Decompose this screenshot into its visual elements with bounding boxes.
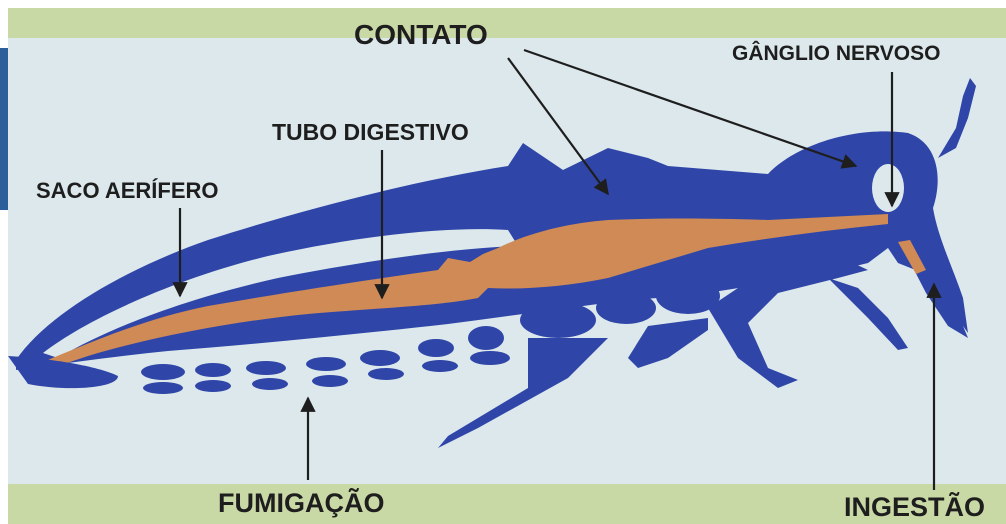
air-sac-segment [422, 360, 458, 372]
air-sac-segment [141, 364, 185, 380]
insect-diagram-slide: CONTATO GÂNGLIO NERVOSO TUBO DIGESTIVO S… [8, 8, 1006, 524]
air-sac-segment [195, 363, 231, 377]
air-sac-segment [368, 368, 404, 380]
air-sac-segment [195, 380, 231, 392]
label-tubo-digestivo: TUBO DIGESTIVO [272, 119, 469, 145]
air-sac-segment [143, 382, 183, 394]
insect-diagram-svg: CONTATO GÂNGLIO NERVOSO TUBO DIGESTIVO S… [8, 8, 1006, 524]
ganglion-cavity [872, 164, 904, 212]
air-sac-segment [470, 351, 510, 365]
label-fumigacao: FUMIGAÇÃO [218, 487, 384, 518]
air-sac-segment [468, 326, 504, 350]
thorax-segment [520, 302, 596, 338]
label-ingestao: INGESTÃO [844, 491, 985, 522]
air-sac-segment [252, 378, 288, 390]
air-sac-segment [418, 339, 454, 357]
air-sac-segment [306, 357, 346, 371]
label-saco-aerifero: SACO AERÍFERO [36, 178, 219, 203]
air-sac-segment [360, 350, 400, 366]
air-sac-segment [246, 361, 286, 375]
label-ganglio-nervoso: GÂNGLIO NERVOSO [732, 41, 940, 65]
air-sac-segment [312, 375, 348, 387]
label-contato: CONTATO [354, 19, 488, 50]
thorax-segment [596, 292, 656, 324]
